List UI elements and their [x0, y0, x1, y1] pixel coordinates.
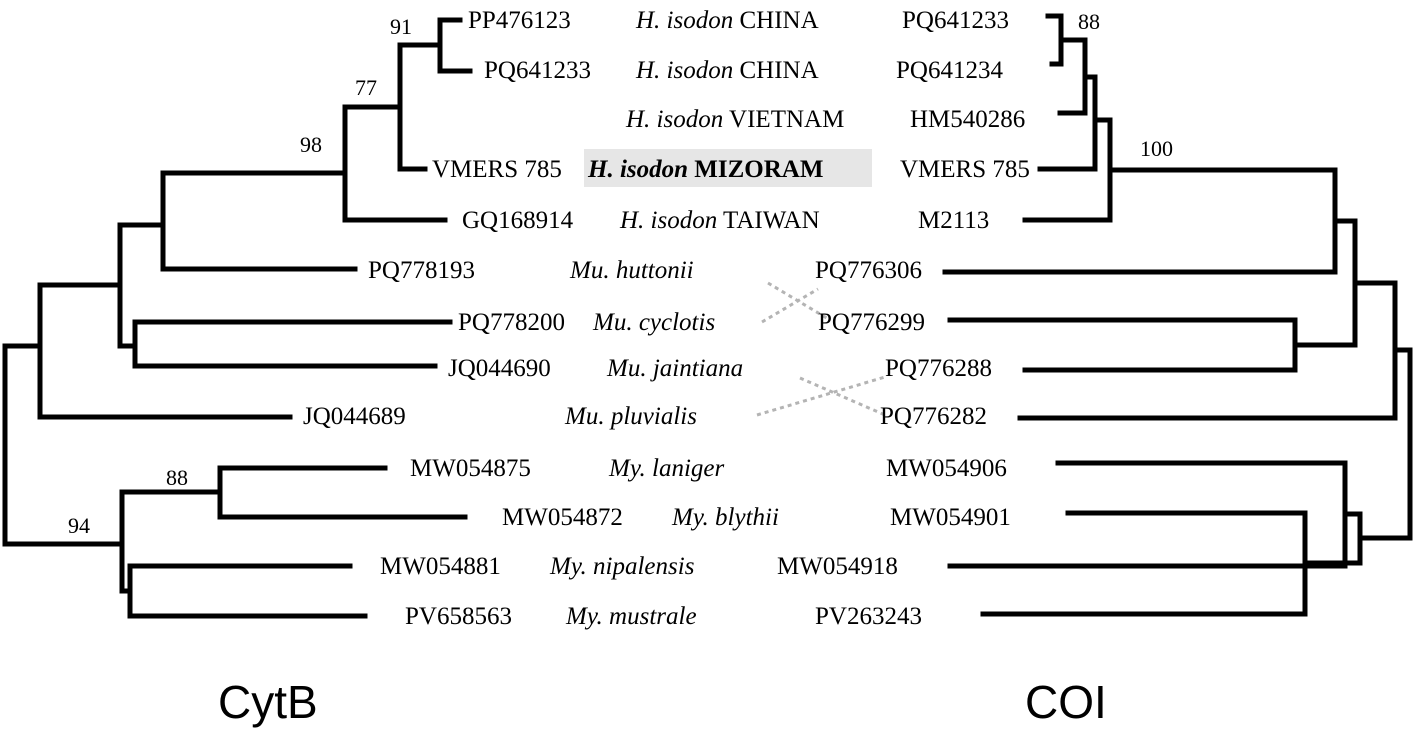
cytb-accession: MW054881: [380, 553, 501, 580]
species-label: H. isodon VIETNAM: [625, 106, 844, 133]
coi-accessions: PQ641233 PQ641234 HM540286 VMERS 785 M21…: [777, 7, 1030, 630]
coi-accession: PQ641234: [896, 57, 1003, 84]
species-label: My. mustrale: [565, 603, 697, 630]
cytb-accession: MW054875: [410, 455, 531, 482]
coi-accession: VMERS 785: [900, 156, 1030, 183]
link-cyclotis: [761, 287, 819, 324]
coi-accession: MW054906: [886, 455, 1007, 482]
link-jaintiana: [799, 376, 886, 417]
species-label: Mu. huttonii: [569, 257, 694, 284]
cytb-accession: PQ778200: [458, 309, 565, 336]
cytb-tree: [2, 17, 473, 619]
species-label: H. isodon CHINA: [635, 57, 819, 84]
cytb-support-88: 88: [166, 465, 188, 490]
coi-accession: HM540286: [910, 106, 1025, 133]
coi-accession: PV263243: [815, 603, 922, 630]
cytb-accession: PP476123: [468, 7, 571, 34]
cytb-accession: JQ044690: [448, 355, 551, 382]
cytb-support-91: 91: [390, 14, 412, 39]
species-label-highlighted: H. isodon MIZORAM: [587, 156, 823, 183]
cytb-support-94: 94: [68, 513, 90, 538]
cytb-accession: GQ168914: [462, 207, 574, 234]
cytb-accession: PV658563: [405, 603, 512, 630]
coi-accession: MW054918: [777, 553, 898, 580]
coi-accession: MW054901: [890, 504, 1011, 531]
support-values: 91 77 98 88 94 88 100: [68, 9, 1173, 538]
species-names: H. isodon CHINA H. isodon CHINA H. isodo…: [549, 7, 844, 630]
species-label: Mu. cyclotis: [592, 309, 715, 336]
cytb-support-98: 98: [300, 132, 322, 157]
cytb-support-77: 77: [355, 75, 377, 100]
highlight-box: [584, 149, 872, 187]
cytb-accession: PQ778193: [368, 257, 475, 284]
species-label: Mu. pluvialis: [564, 403, 697, 430]
species-label: H. isodon CHINA: [635, 7, 819, 34]
cytb-accession: JQ044689: [303, 403, 406, 430]
cytb-accessions: PP476123 PQ641233 VMERS 785 GQ168914 PQ7…: [303, 7, 623, 630]
cytb-accession: VMERS 785: [432, 156, 562, 183]
coi-support-88: 88: [1078, 9, 1100, 34]
coi-accession: PQ776299: [818, 309, 925, 336]
species-label: My. blythii: [671, 504, 779, 531]
cytb-accession: MW054872: [502, 504, 623, 531]
coi-accession: M2113: [918, 207, 989, 234]
coi-accession: PQ776306: [815, 257, 922, 284]
link-pluvialis: [756, 375, 886, 417]
species-label: H. isodon TAIWAN: [619, 207, 820, 234]
coi-tree: [942, 13, 1413, 617]
cytb-title: CytB: [218, 676, 318, 728]
coi-support-100: 100: [1140, 136, 1173, 161]
crossing-links: [756, 281, 886, 417]
coi-accession: PQ776288: [885, 355, 992, 382]
species-label: My. nipalensis: [549, 553, 694, 580]
coi-title: COI: [1025, 676, 1107, 728]
species-label: Mu. jaintiana: [606, 355, 743, 382]
coi-accession: PQ776282: [880, 403, 987, 430]
cytb-accession: PQ641233: [484, 57, 591, 84]
species-label: My. laniger: [608, 455, 725, 482]
coi-accession: PQ641233: [902, 7, 1009, 34]
